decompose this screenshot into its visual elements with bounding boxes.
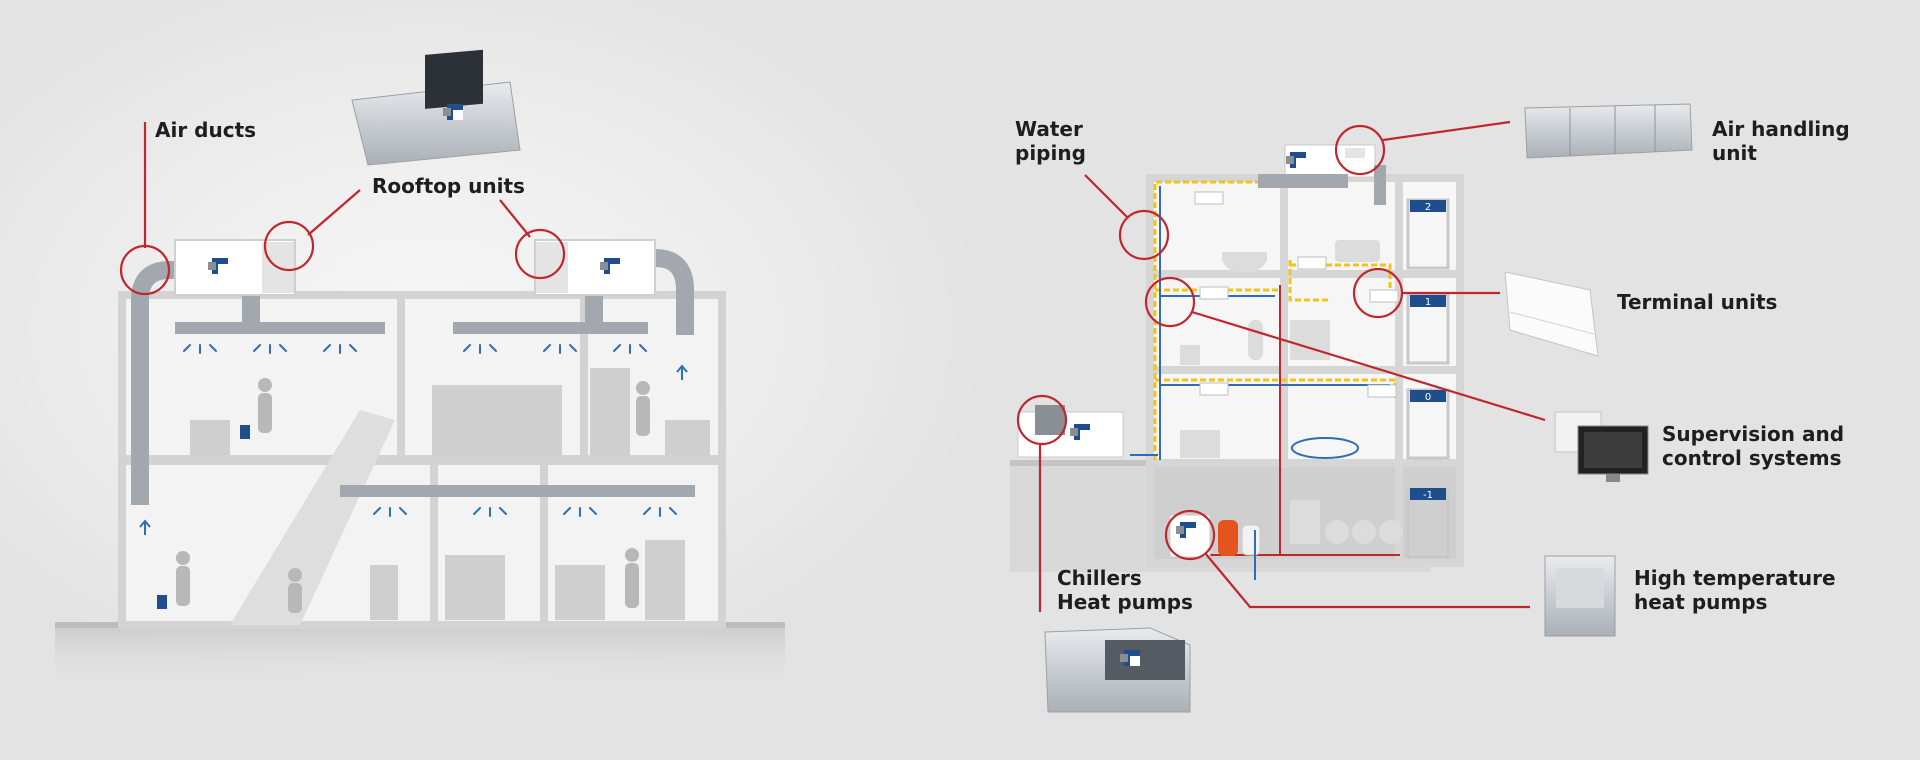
right-building: 2 1 0 -1 <box>1010 144 1464 580</box>
riser-pipe <box>1180 285 1400 556</box>
callout-circle <box>1164 509 1216 561</box>
callout-circle <box>119 244 171 296</box>
callout-circle <box>1144 276 1196 328</box>
label-air-ducts: Air ducts <box>155 118 257 142</box>
basement-plant <box>1169 514 1261 580</box>
person-icon <box>176 378 650 613</box>
terminal-unit-product <box>1504 271 1599 357</box>
label-rooftop-units: Rooftop units <box>372 174 525 198</box>
right-wall <box>1280 178 1288 468</box>
outdoor-chiller <box>1017 405 1124 458</box>
left-wall <box>430 460 438 625</box>
right-floor-slab <box>1150 366 1460 374</box>
terminal-unit-icons <box>1194 191 1399 398</box>
duct-drop <box>585 290 603 325</box>
store-furniture <box>190 368 710 620</box>
shopping-bag-icon <box>240 425 250 439</box>
right-floor-slab <box>1150 270 1460 278</box>
floor-number: 1 <box>1425 297 1431 308</box>
duct-lower <box>340 485 695 497</box>
label-water-piping: Water piping <box>1015 117 1086 165</box>
callout-circle <box>263 220 315 272</box>
escalator <box>230 410 395 625</box>
floor-number: -1 <box>1423 490 1433 501</box>
floor-indicators: 2 1 0 -1 <box>1410 200 1446 501</box>
supervision-product <box>1554 411 1649 482</box>
high-temperature-heat-pump-product <box>1544 555 1616 637</box>
left-wall <box>540 460 548 625</box>
rooftop-unit-right <box>534 239 656 296</box>
chiller-product <box>1044 627 1191 713</box>
callout-circle <box>1334 124 1386 176</box>
callout-circle <box>1016 394 1068 446</box>
label-supervision: Supervision and control systems <box>1662 422 1845 470</box>
room-furniture <box>1180 240 1403 544</box>
floor-number: 0 <box>1425 392 1431 403</box>
airflow-icon <box>676 364 688 380</box>
label-high-temperature-heat-pumps: High temperature heat pumps <box>1634 566 1836 614</box>
label-terminal-units: Terminal units <box>1617 290 1778 314</box>
left-building <box>55 49 785 702</box>
left-wall <box>580 295 588 460</box>
left-wall <box>397 295 405 460</box>
left-ground <box>55 622 785 702</box>
duct-upper-left <box>175 322 385 334</box>
right-wall <box>1395 178 1403 563</box>
callout-line <box>1191 310 1546 422</box>
callout-line <box>1084 174 1129 219</box>
floor-number: 2 <box>1425 202 1431 213</box>
ahu-on-roof <box>1258 144 1386 205</box>
callout-line <box>1382 120 1511 142</box>
callout-circle <box>514 228 566 280</box>
callout-line <box>1204 552 1530 609</box>
airflow-icon <box>139 519 151 535</box>
label-chillers-heat-pumps: Chillers Heat pumps <box>1057 566 1193 614</box>
right-vertical-duct <box>654 249 694 335</box>
air-handling-unit-product <box>1524 103 1693 159</box>
rooftop-unit-product <box>351 49 521 166</box>
duct-upper-right <box>453 322 648 334</box>
left-callouts <box>119 122 566 296</box>
right-callouts <box>1016 120 1546 612</box>
left-floor-slab <box>122 455 722 465</box>
duct-drop <box>242 290 260 325</box>
rooftop-unit-left <box>174 239 296 296</box>
callout-circle <box>1118 209 1170 261</box>
callout-line <box>499 199 531 238</box>
callout-line <box>307 189 361 236</box>
label-air-handling-unit: Air handling unit <box>1712 117 1850 165</box>
shopping-bag-icon <box>157 595 167 609</box>
pool-icon <box>1291 437 1359 459</box>
